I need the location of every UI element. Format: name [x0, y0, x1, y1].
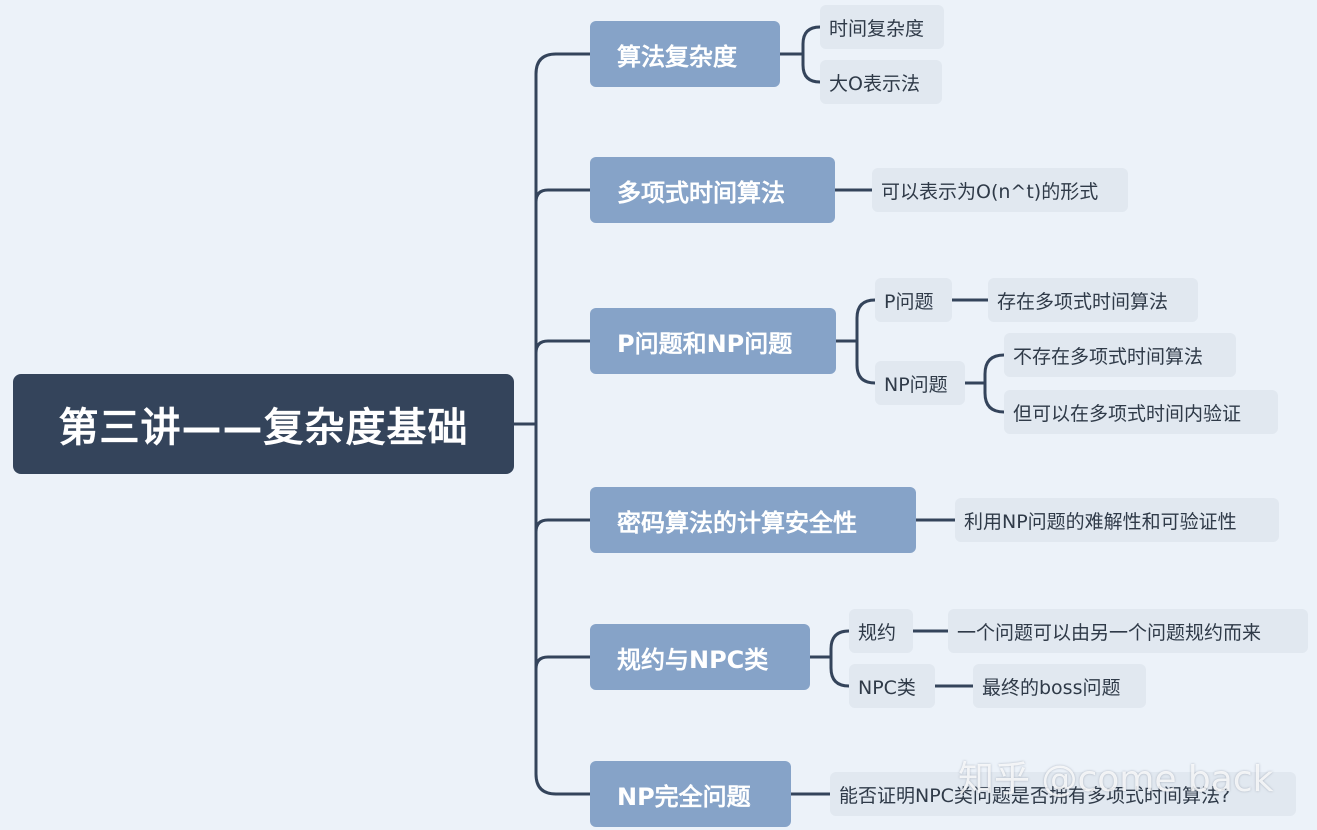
topic-reduction-and-npc-class[interactable]: 规约与NPC类: [590, 624, 810, 690]
subtopic-p-problem[interactable]: P问题: [875, 278, 952, 322]
subtopic-big-o-notation[interactable]: 大O表示法: [820, 60, 942, 104]
subtopic-np-problem[interactable]: NP问题: [875, 361, 965, 405]
topic-polynomial-time-algorithm[interactable]: 多项式时间算法: [590, 157, 835, 223]
subtopic-polynomial-algorithm-exists[interactable]: 存在多项式时间算法: [988, 278, 1198, 322]
connector-reduction-children: [808, 629, 851, 688]
connector-branch-5: [534, 655, 592, 671]
subtopic-final-boss-problem[interactable]: 最终的boss问题: [973, 664, 1146, 708]
connector-algo-complexity-children: [778, 25, 822, 84]
subtopic-npc-class[interactable]: NPC类: [849, 664, 935, 708]
subtopic-reduction[interactable]: 规约: [849, 609, 913, 653]
connector-p-np-children: [834, 298, 877, 385]
topic-crypto-computational-security[interactable]: 密码算法的计算安全性: [590, 487, 916, 553]
topic-p-and-np-problems[interactable]: P问题和NP问题: [590, 308, 836, 374]
connector-trunk: [534, 52, 558, 796]
subtopic-time-complexity[interactable]: 时间复杂度: [820, 5, 944, 49]
subtopic-verifiable-in-polynomial-time[interactable]: 但可以在多项式时间内验证: [1004, 390, 1278, 434]
connector-np-problem-children: [963, 353, 1006, 414]
topic-algorithm-complexity[interactable]: 算法复杂度: [590, 21, 780, 87]
subtopic-expressible-as-o-n-t[interactable]: 可以表示为O(n^t)的形式: [872, 168, 1128, 212]
root-topic[interactable]: 第三讲——复杂度基础: [13, 374, 514, 474]
subtopic-np-hardness-and-verifiability[interactable]: 利用NP问题的难解性和可验证性: [955, 498, 1279, 542]
subtopic-problem-reducible-from-another[interactable]: 一个问题可以由另一个问题规约而来: [948, 609, 1308, 653]
subtopic-no-polynomial-algorithm[interactable]: 不存在多项式时间算法: [1004, 333, 1236, 377]
subtopic-can-npc-have-polynomial-algorithm[interactable]: 能否证明NPC类问题是否拥有多项式时间算法?: [830, 772, 1296, 816]
topic-np-complete-problem[interactable]: NP完全问题: [590, 761, 791, 827]
connector-branch-3: [534, 339, 592, 355]
connector-branch-4: [534, 518, 592, 534]
connector-branch-2: [534, 188, 592, 204]
